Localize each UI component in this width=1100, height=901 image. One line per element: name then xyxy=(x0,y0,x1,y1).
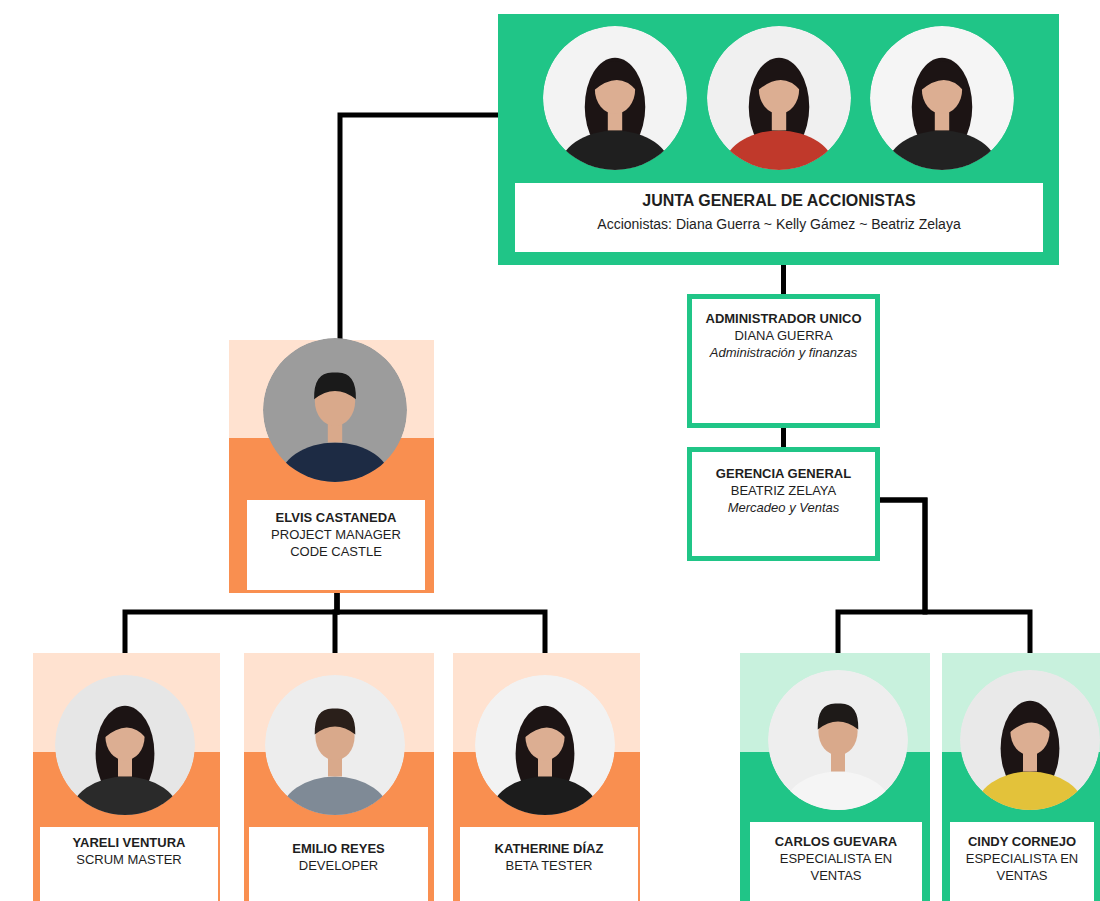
person-name: EMILIO REYES xyxy=(255,841,422,858)
org-connector xyxy=(125,593,337,653)
person-card: ELVIS CASTANEDAPROJECT MANAGER CODE CAST… xyxy=(229,340,434,593)
portrait-photo xyxy=(265,675,405,815)
hair xyxy=(314,372,356,399)
portrait-photo xyxy=(870,26,1014,170)
person-card: CINDY CORNEJOESPECIALISTA EN VENTAS xyxy=(942,653,1100,901)
position-title: GERENCIA GENERAL xyxy=(698,466,869,483)
position-box: GERENCIA GENERALBEATRIZ ZELAYAMercadeo y… xyxy=(687,447,880,561)
portrait-photo xyxy=(543,26,687,170)
text-panel: KATHERINE DÍAZBETA TESTER xyxy=(460,827,638,901)
org-connector xyxy=(880,500,1030,653)
org-connector xyxy=(781,265,786,294)
text-panel: EMILIO REYESDEVELOPER xyxy=(249,827,428,901)
hair xyxy=(315,708,356,734)
board-title: JUNTA GENERAL DE ACCIONISTAS xyxy=(523,191,1035,212)
portrait-photo xyxy=(960,670,1100,810)
org-connector xyxy=(340,115,498,340)
hair xyxy=(524,710,566,738)
role-title: DEVELOPER xyxy=(255,858,422,875)
text-panel: CINDY CORNEJOESPECIALISTA EN VENTAS xyxy=(950,822,1094,901)
text-panel: GERENCIA GENERALBEATRIZ ZELAYAMercadeo y… xyxy=(692,452,875,525)
hair xyxy=(593,62,636,91)
shareholders-board-box: JUNTA GENERAL DE ACCIONISTAS Accionistas:… xyxy=(498,14,1059,265)
text-panel: CARLOS GUEVARAESPECIALISTA EN VENTAS xyxy=(750,822,922,901)
portrait-photo xyxy=(55,675,195,815)
person-name: CARLOS GUEVARA xyxy=(756,834,916,851)
portrait-photo xyxy=(768,670,908,810)
hair xyxy=(920,62,963,91)
person-name: KATHERINE DÍAZ xyxy=(466,841,632,858)
portrait-photo xyxy=(707,26,851,170)
person-name: ELVIS CASTANEDA xyxy=(253,510,419,527)
person-card: KATHERINE DÍAZBETA TESTER xyxy=(453,653,640,901)
area-name: Administración y finanzas xyxy=(698,345,869,362)
hair xyxy=(104,710,146,738)
person-name: YARELI VENTURA xyxy=(46,835,212,852)
text-panel: ELVIS CASTANEDAPROJECT MANAGER CODE CAST… xyxy=(247,500,425,590)
position-box: ADMINISTRADOR UNICODIANA GUERRAAdministr… xyxy=(687,294,880,428)
role-title: BETA TESTER xyxy=(466,858,632,875)
role-title: ESPECIALISTA EN VENTAS xyxy=(955,851,1089,885)
text-panel: YARELI VENTURASCRUM MASTER xyxy=(40,827,218,901)
person-name: BEATRIZ ZELAYA xyxy=(698,483,869,500)
shareholder-list: Accionistas: Diana Guerra ~ Kelly Gámez … xyxy=(523,215,1035,233)
org-connector xyxy=(781,428,786,447)
person-card: CARLOS GUEVARAESPECIALISTA EN VENTAS xyxy=(740,653,930,901)
hair xyxy=(757,62,800,91)
hair xyxy=(818,703,859,729)
org-connector xyxy=(337,593,545,653)
portrait-photo xyxy=(475,675,615,815)
text-panel: JUNTA GENERAL DE ACCIONISTAS Accionistas:… xyxy=(515,183,1043,252)
person-card: YARELI VENTURASCRUM MASTER xyxy=(33,653,220,901)
role-title: ESPECIALISTA EN VENTAS xyxy=(756,851,916,885)
area-name: Mercadeo y Ventas xyxy=(698,500,869,517)
person-name: CINDY CORNEJO xyxy=(955,834,1089,851)
portrait-photo xyxy=(263,338,407,482)
person-card: EMILIO REYESDEVELOPER xyxy=(244,653,434,901)
hair xyxy=(1009,705,1051,733)
person-name: DIANA GUERRA xyxy=(698,328,869,345)
role-title: PROJECT MANAGER CODE CASTLE xyxy=(253,527,419,561)
role-title: SCRUM MASTER xyxy=(46,852,212,869)
position-title: ADMINISTRADOR UNICO xyxy=(698,311,869,328)
text-panel: ADMINISTRADOR UNICODIANA GUERRAAdministr… xyxy=(692,299,875,370)
